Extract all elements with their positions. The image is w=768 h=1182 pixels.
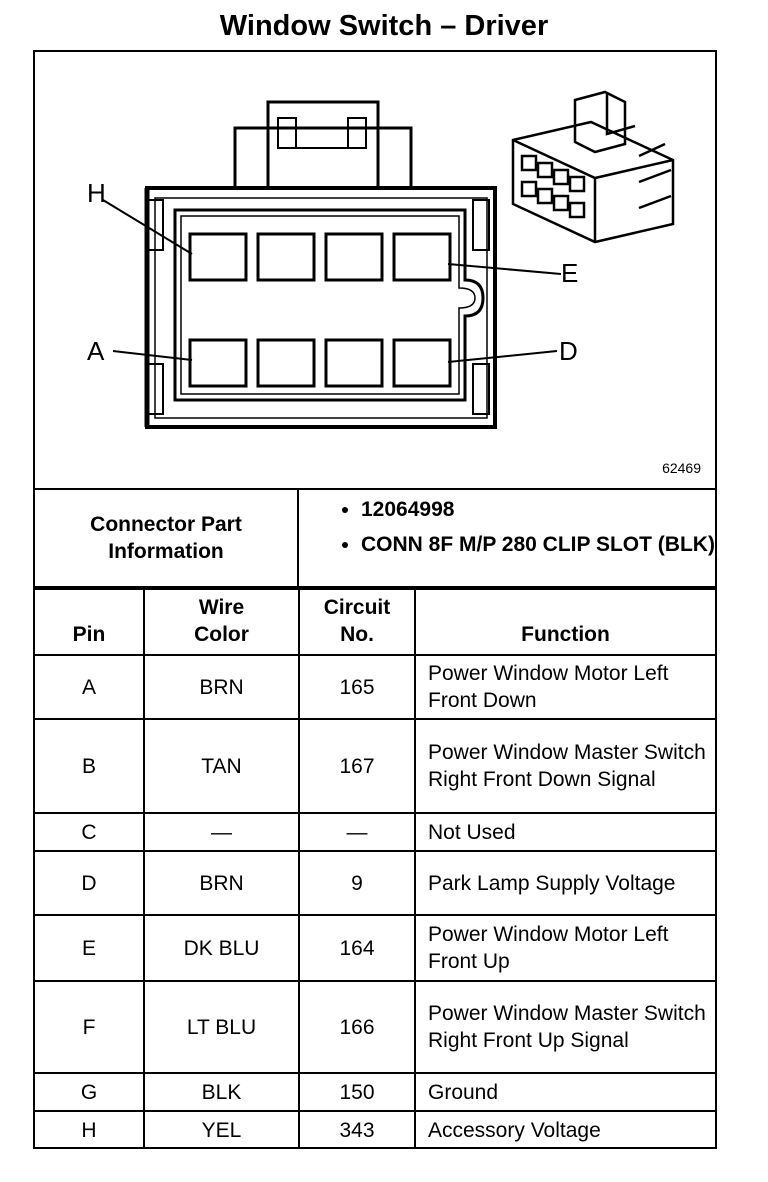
function-cell: Ground <box>414 1072 715 1112</box>
part-description: CONN 8F M/P 280 CLIP SLOT (BLK) <box>361 526 715 558</box>
wire-color-cell: DK BLU <box>143 914 300 982</box>
table-row: D BRN 9 Park Lamp Supply Voltage <box>35 850 715 916</box>
connector-part-values: 12064998 CONN 8F M/P 280 CLIP SLOT (BLK) <box>299 490 715 586</box>
circuit-cell: 150 <box>298 1072 416 1112</box>
pin-label-a: A <box>87 336 105 366</box>
pin-cell: H <box>35 1110 145 1149</box>
pin-cell: B <box>35 718 145 814</box>
circuit-cell: 165 <box>298 654 416 720</box>
header-wire-color: Wire Color <box>143 588 300 656</box>
table-row: G BLK 150 Ground <box>35 1072 715 1112</box>
pin-cell: A <box>35 654 145 720</box>
wire-color-cell: BRN <box>143 850 300 916</box>
connector-sheet: H E A D 62469 Connector Part Information… <box>33 50 717 1149</box>
table-row: B TAN 167 Power Window Master Switch Rig… <box>35 718 715 814</box>
part-number: 12064998 <box>361 493 715 526</box>
circuit-cell: 343 <box>298 1110 416 1149</box>
circuit-cell: 164 <box>298 914 416 982</box>
function-cell: Power Window Master Switch Right Front U… <box>414 980 715 1074</box>
figure-number: 62469 <box>662 460 701 476</box>
table-header-row: Pin Wire Color Circuit No. Function <box>35 588 715 656</box>
function-cell: Power Window Motor Left Front Up <box>414 914 715 982</box>
pin-cell: D <box>35 850 145 916</box>
header-function: Function <box>414 588 715 656</box>
function-cell: Accessory Voltage <box>414 1110 715 1149</box>
connector-part-info: Connector Part Information 12064998 CONN… <box>35 488 715 588</box>
circuit-cell: 167 <box>298 718 416 814</box>
table-row: A BRN 165 Power Window Motor Left Front … <box>35 654 715 720</box>
wire-color-cell: LT BLU <box>143 980 300 1074</box>
function-cell: Power Window Motor Left Front Down <box>414 654 715 720</box>
connector-face-drawing: H E A D <box>87 90 675 429</box>
wire-color-cell: — <box>143 812 300 852</box>
circuit-cell: — <box>298 812 416 852</box>
page-title: Window Switch – Driver <box>219 10 549 42</box>
pin-label-h: H <box>87 178 106 208</box>
pin-table: Pin Wire Color Circuit No. Function A BR… <box>35 588 715 1149</box>
function-cell: Park Lamp Supply Voltage <box>414 850 715 916</box>
header-pin: Pin <box>35 588 145 656</box>
circuit-cell: 166 <box>298 980 416 1074</box>
table-row: C — — Not Used <box>35 812 715 852</box>
pin-cell: C <box>35 812 145 852</box>
pin-cell: F <box>35 980 145 1074</box>
pin-label-e: E <box>561 258 578 288</box>
wire-color-cell: YEL <box>143 1110 300 1149</box>
function-cell: Power Window Master Switch Right Front D… <box>414 718 715 814</box>
wire-color-cell: BLK <box>143 1072 300 1112</box>
table-row: F LT BLU 166 Power Window Master Switch … <box>35 980 715 1074</box>
table-row: E DK BLU 164 Power Window Motor Left Fro… <box>35 914 715 982</box>
wire-color-cell: BRN <box>143 654 300 720</box>
pin-cell: G <box>35 1072 145 1112</box>
table-row: H YEL 343 Accessory Voltage <box>35 1110 715 1149</box>
pin-cell: E <box>35 914 145 982</box>
circuit-cell: 9 <box>298 850 416 916</box>
function-cell: Not Used <box>414 812 715 852</box>
connector-diagram: H E A D 62469 <box>35 52 715 488</box>
header-circuit: Circuit No. <box>298 588 416 656</box>
wire-color-cell: TAN <box>143 718 300 814</box>
connector-part-label: Connector Part Information <box>35 490 299 586</box>
pin-label-d: D <box>559 336 578 366</box>
